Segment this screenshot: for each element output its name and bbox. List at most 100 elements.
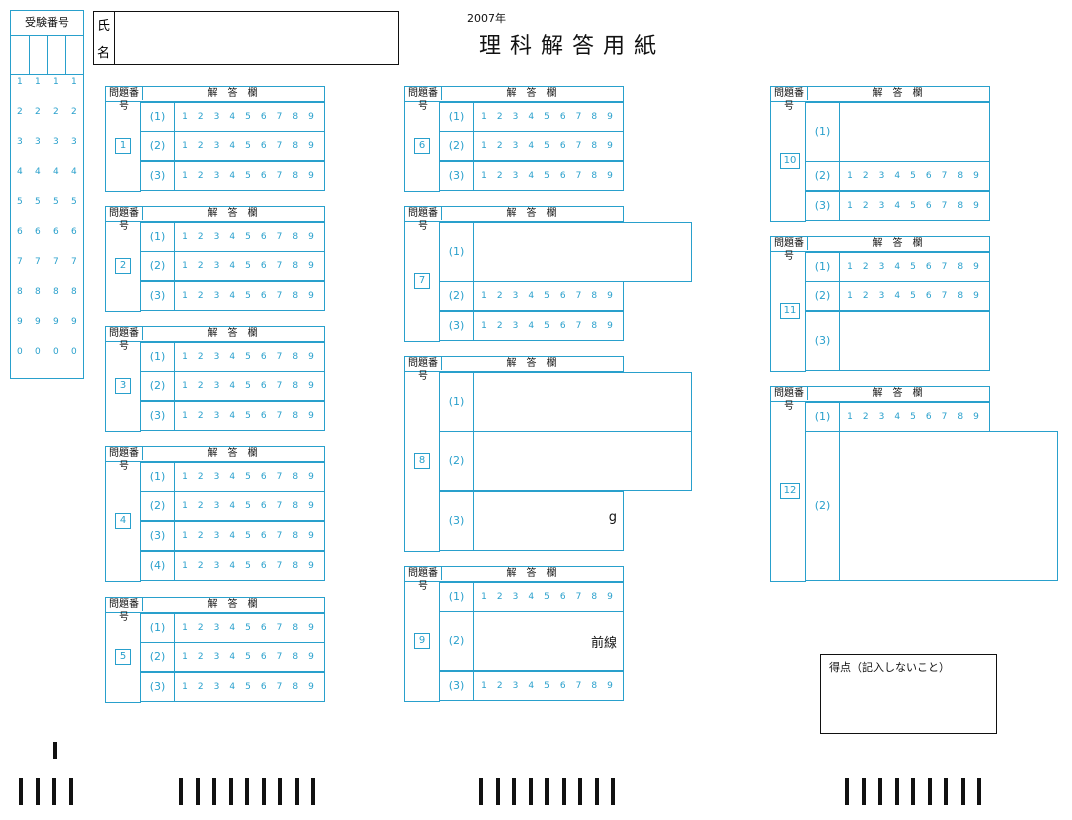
digit-bubble[interactable]: 4 — [528, 592, 535, 602]
digit-bubble[interactable]: 7 — [276, 261, 283, 271]
digit-bubble[interactable]: 9 — [308, 232, 314, 242]
digit-bubble[interactable]: 1 — [481, 681, 487, 691]
exam-digit-bubble[interactable]: 0 — [71, 347, 77, 357]
digit-bubble[interactable]: 6 — [925, 201, 932, 211]
digit-bubble[interactable]: 6 — [559, 112, 566, 122]
digit-bubble[interactable]: 5 — [245, 411, 251, 421]
digit-bubble[interactable]: 1 — [847, 412, 853, 422]
digit-bubble[interactable]: 3 — [512, 141, 519, 151]
digit-bubble[interactable]: 4 — [229, 623, 236, 633]
digit-bubble[interactable]: 5 — [544, 171, 550, 181]
digit-bubble[interactable]: 7 — [941, 412, 948, 422]
exam-digit-bubble[interactable]: 0 — [53, 347, 59, 357]
digit-bubble[interactable]: 9 — [607, 321, 613, 331]
digit-bubble[interactable]: 7 — [276, 381, 283, 391]
digit-bubble[interactable]: 8 — [292, 411, 299, 421]
digit-bubble[interactable]: 2 — [862, 291, 869, 301]
digit-bubble[interactable]: 2 — [496, 112, 503, 122]
digit-bubble[interactable]: 2 — [197, 531, 204, 541]
exam-digit-bubble[interactable]: 3 — [53, 137, 59, 147]
digit-bubble[interactable]: 4 — [894, 291, 901, 301]
digit-bubble[interactable]: 4 — [894, 201, 901, 211]
digit-bubble[interactable]: 7 — [276, 472, 283, 482]
digit-bubble[interactable]: 9 — [607, 291, 613, 301]
exam-digit-bubble[interactable]: 8 — [17, 287, 23, 297]
digit-bubble[interactable]: 5 — [544, 141, 550, 151]
digit-bubble[interactable]: 6 — [260, 623, 267, 633]
digit-bubble[interactable]: 3 — [213, 291, 220, 301]
exam-digit-bubble[interactable]: 5 — [53, 197, 59, 207]
digit-bubble[interactable]: 7 — [276, 291, 283, 301]
digit-bubble[interactable]: 2 — [197, 652, 204, 662]
digit-bubble[interactable]: 1 — [847, 201, 853, 211]
digit-bubble[interactable]: 5 — [245, 352, 251, 362]
digit-bubble[interactable]: 1 — [182, 623, 188, 633]
digit-bubble[interactable]: 2 — [197, 291, 204, 301]
digit-bubble[interactable]: 6 — [260, 682, 267, 692]
exam-digit-bubble[interactable]: 0 — [17, 347, 23, 357]
answer-row[interactable]: (3)g — [440, 491, 624, 551]
digit-bubble[interactable]: 6 — [559, 681, 566, 691]
digit-bubble[interactable]: 2 — [862, 171, 869, 181]
digit-bubble[interactable]: 8 — [292, 623, 299, 633]
digit-bubble[interactable]: 7 — [276, 501, 283, 511]
digit-bubble[interactable]: 3 — [213, 352, 220, 362]
exam-digit-bubble[interactable]: 4 — [35, 167, 41, 177]
digit-bubble[interactable]: 7 — [276, 112, 283, 122]
digit-bubble[interactable]: 7 — [276, 411, 283, 421]
exam-digit-bubble[interactable]: 4 — [71, 167, 77, 177]
digit-bubble[interactable]: 6 — [559, 141, 566, 151]
digit-bubble[interactable]: 2 — [197, 561, 204, 571]
digit-bubble[interactable]: 8 — [292, 171, 299, 181]
digit-bubble[interactable]: 9 — [973, 412, 979, 422]
digit-bubble[interactable]: 3 — [213, 623, 220, 633]
digit-bubble[interactable]: 9 — [308, 501, 314, 511]
digit-bubble[interactable]: 8 — [292, 472, 299, 482]
digit-bubble[interactable]: 6 — [260, 411, 267, 421]
digit-bubble[interactable]: 8 — [292, 261, 299, 271]
digit-bubble[interactable]: 8 — [591, 112, 598, 122]
digit-bubble[interactable]: 3 — [213, 171, 220, 181]
digit-bubble[interactable]: 8 — [591, 141, 598, 151]
digit-bubble[interactable]: 3 — [213, 472, 220, 482]
digit-bubble[interactable]: 9 — [308, 141, 314, 151]
digit-bubble[interactable]: 8 — [292, 561, 299, 571]
digit-bubble[interactable]: 5 — [245, 652, 251, 662]
digit-bubble[interactable]: 2 — [862, 201, 869, 211]
digit-bubble[interactable]: 4 — [229, 411, 236, 421]
digit-bubble[interactable]: 4 — [528, 321, 535, 331]
exam-digit-bubble[interactable]: 2 — [71, 107, 77, 117]
answer-row[interactable]: (2) — [440, 431, 692, 491]
digit-bubble[interactable]: 7 — [276, 232, 283, 242]
digit-bubble[interactable]: 8 — [957, 262, 964, 272]
digit-bubble[interactable]: 5 — [245, 141, 251, 151]
digit-bubble[interactable]: 5 — [245, 232, 251, 242]
digit-bubble[interactable]: 5 — [245, 261, 251, 271]
digit-bubble[interactable]: 3 — [213, 112, 220, 122]
digit-bubble[interactable]: 3 — [512, 112, 519, 122]
digit-bubble[interactable]: 7 — [276, 531, 283, 541]
exam-digit-bubble[interactable]: 5 — [17, 197, 23, 207]
digit-bubble[interactable]: 3 — [213, 501, 220, 511]
digit-bubble[interactable]: 4 — [528, 171, 535, 181]
answer-row[interactable]: (1) — [806, 102, 990, 162]
digit-bubble[interactable]: 4 — [229, 171, 236, 181]
digit-bubble[interactable]: 1 — [481, 592, 487, 602]
